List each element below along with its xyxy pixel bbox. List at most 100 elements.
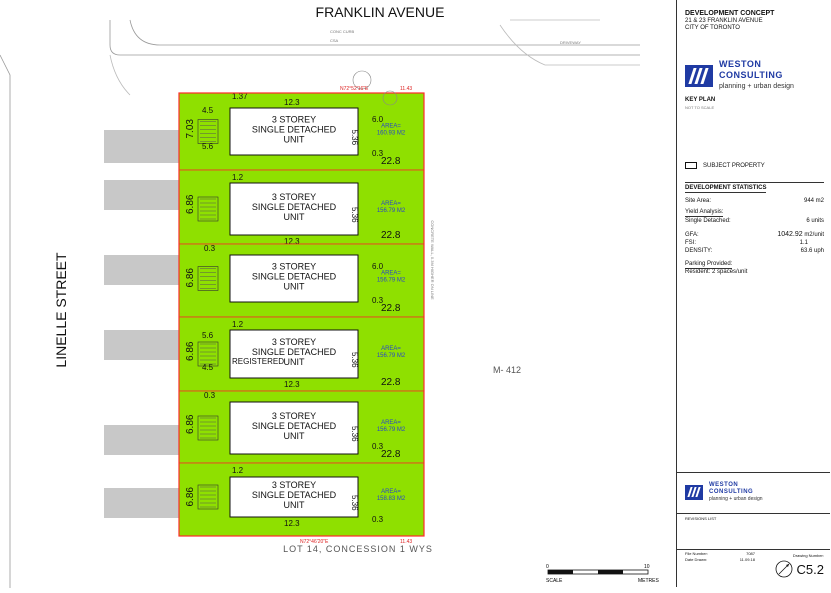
unit-label-line-3: UNIT xyxy=(284,357,305,367)
yield-value: 6 units xyxy=(806,218,824,224)
drawing-number: C5.2 xyxy=(796,561,824,577)
front-stair xyxy=(197,484,219,510)
parking-label: Parking Provided: xyxy=(685,261,733,269)
east-lot-label: M- 412 xyxy=(493,365,521,375)
unit-label-line-1: 3 STOREY xyxy=(272,192,316,202)
revisions-heading: REVISIONS LIST xyxy=(685,516,717,521)
logo-mark-icon xyxy=(685,65,713,87)
north-arrow-icon xyxy=(775,560,792,578)
area-value: AREA=156.79 M2 xyxy=(377,420,406,433)
logo-tagline-small: planning + urban design xyxy=(709,496,763,502)
north-bearing-length: 11.43 xyxy=(400,86,412,92)
density-value: 63.6 uph xyxy=(800,248,824,254)
unit-label-line-1: 3 STOREY xyxy=(272,115,316,125)
date-label: Date Drawn: xyxy=(685,557,708,562)
scale-label: SCALE xyxy=(546,578,563,584)
gfa-value: 1042.92 xyxy=(777,231,803,238)
side-setback-dim: 0.3 xyxy=(372,442,384,451)
driveways xyxy=(104,130,180,518)
unit-label-line-1: 3 STOREY xyxy=(272,480,316,490)
area-value: AREA=160.93 M2 xyxy=(377,124,406,137)
building-depth-dim: 5.36 xyxy=(350,130,359,146)
logo-name2-small: CONSULTING xyxy=(709,489,754,495)
unit-label-line-1: 3 STOREY xyxy=(272,262,316,272)
parking-value: Resident: 2 spaces/unit xyxy=(685,269,748,275)
rear-setback-dim: 6.0 xyxy=(372,262,384,271)
unit-label-line-2: SINGLE DETACHED xyxy=(252,347,337,357)
date-value: 11.09.18 xyxy=(739,557,755,562)
tree-icon xyxy=(352,70,398,106)
building-footprint xyxy=(229,254,359,303)
drawing-number-label: Drawing Number: xyxy=(792,553,824,558)
gfa-unit: m2/unit xyxy=(804,232,824,238)
unit-label-line-3: UNIT xyxy=(284,431,305,441)
logo-name-2: CONSULTING xyxy=(719,70,783,80)
front-stair xyxy=(197,196,219,222)
lot-depth-dim: 22.8 xyxy=(381,449,401,460)
driveway-label: DRIVEWAY xyxy=(560,40,581,45)
area-value: AREA=156.79 M2 xyxy=(377,201,406,214)
unit-label-line-1: 3 STOREY xyxy=(272,337,316,347)
area-value: AREA=156.79 M2 xyxy=(377,271,406,284)
building-width-dim: 12.3 xyxy=(284,519,300,528)
curb-label: CONC CURB xyxy=(330,29,355,34)
scale-ten: 10 xyxy=(644,564,650,570)
density-label: DENSITY: xyxy=(685,248,713,254)
front-setback-dim: 4.5 xyxy=(202,363,214,372)
unit-label-line-3: UNIT xyxy=(284,500,305,510)
building-width-dim: 12.3 xyxy=(284,237,300,246)
site-area-value: 944 m2 xyxy=(803,198,824,204)
unit-label-line-3: UNIT xyxy=(284,212,305,222)
unit-label-line-2: SINGLE DETACHED xyxy=(252,202,337,212)
side-setback-dim: 0.3 xyxy=(372,296,384,305)
unit-label-line-2: SINGLE DETACHED xyxy=(252,490,337,500)
lot-depth-dim: 22.8 xyxy=(381,303,401,314)
garage-dim: 5.6 xyxy=(202,331,214,340)
weston-logo-small: WESTON CONSULTING planning + urban desig… xyxy=(685,482,763,503)
subject-property-icon xyxy=(685,162,697,169)
frontage-dim: 7.03 xyxy=(185,119,196,139)
stats-heading: DEVELOPMENT STATISTICS xyxy=(685,185,767,193)
front-stair xyxy=(197,415,219,441)
yield-label: Yield Analysis: xyxy=(685,209,724,217)
key-plan-heading: KEY PLAN xyxy=(685,97,716,103)
title-block: DEVELOPMENT CONCEPT 21 & 23 FRANKLIN AVE… xyxy=(676,0,830,587)
yield-type: Single Detached: xyxy=(685,218,731,224)
logo-tagline: planning + urban design xyxy=(719,83,794,90)
unit-label-line-2: SINGLE DETACHED xyxy=(252,272,337,282)
north-street-label: FRANKLIN AVENUE xyxy=(316,4,445,20)
south-bearing-length: 11.43 xyxy=(400,539,412,545)
address-line-2: CITY OF TORONTO xyxy=(685,25,740,31)
building-footprint xyxy=(229,401,359,455)
north-bearing: N72°52'16"E xyxy=(340,86,369,92)
building-footprint xyxy=(229,476,359,518)
metres-label: METRES xyxy=(638,578,660,584)
garage-dim: 5.6 xyxy=(202,142,214,151)
lot-depth-dim: 22.8 xyxy=(381,377,401,388)
file-number: 7087 xyxy=(746,551,755,556)
offset-dim: 1.2 xyxy=(232,320,244,329)
west-street-label: LINELLE STREET xyxy=(53,252,69,368)
rear-setback-dim: 6.0 xyxy=(372,115,384,124)
lot-depth-dim: 22.8 xyxy=(381,230,401,241)
frontage-dim: 6.86 xyxy=(185,487,196,507)
file-number-label: File Number: xyxy=(685,551,708,556)
building-depth-dim: 5.36 xyxy=(350,426,359,442)
frontage-dim: 6.86 xyxy=(185,341,196,361)
building-width-dim: 12.3 xyxy=(284,98,300,107)
front-setback-dim: 4.5 xyxy=(202,106,214,115)
fsi-value: 1.1 xyxy=(799,240,808,246)
building-depth-dim: 5.36 xyxy=(350,495,359,511)
south-bearing: N72°46'20"E xyxy=(300,539,329,545)
frontage-dim: 6.86 xyxy=(185,414,196,434)
offset-dim: 1.2 xyxy=(232,173,244,182)
key-plan-sub: NOT TO SCALE xyxy=(685,105,715,110)
south-lot-label: LOT 14, CONCESSION 1 WYS xyxy=(283,544,433,554)
unit-label-line-2: SINGLE DETACHED xyxy=(252,421,337,431)
logo-mark-small-icon xyxy=(685,485,703,500)
building-footprint xyxy=(229,107,359,156)
project-title: DEVELOPMENT CONCEPT xyxy=(685,10,775,17)
